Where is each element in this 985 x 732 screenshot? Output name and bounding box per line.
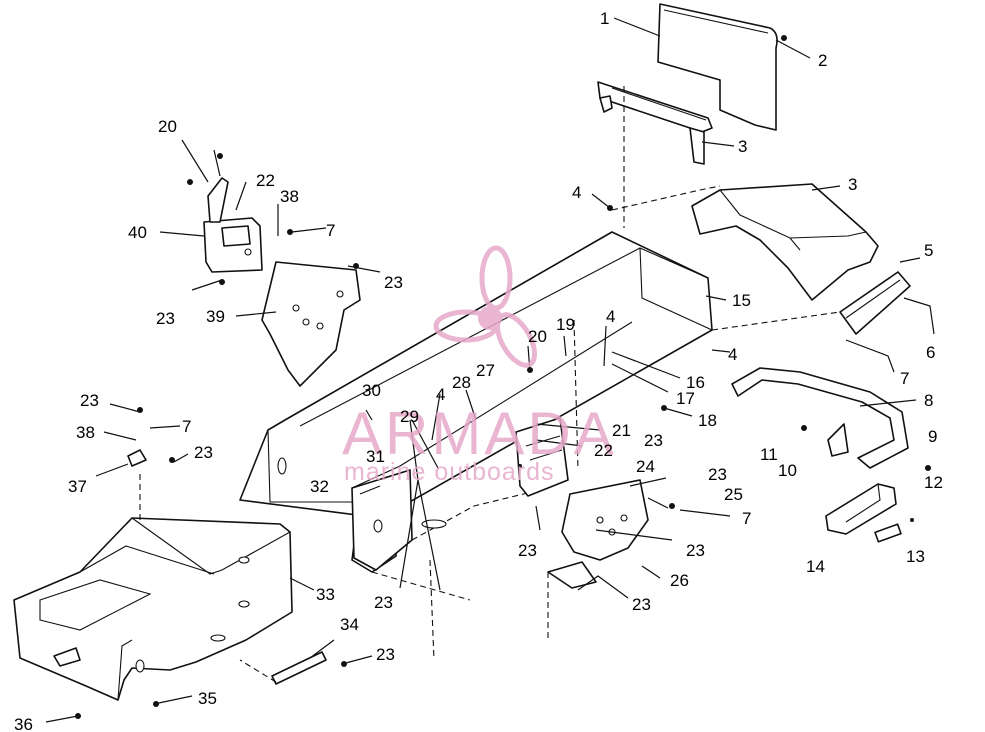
handle-tube-part-8 xyxy=(731,367,909,469)
callout-23: 23 xyxy=(156,309,175,328)
callout-39: 39 xyxy=(206,307,225,326)
callout-23: 23 xyxy=(632,595,651,614)
callout-6: 6 xyxy=(926,343,935,362)
plate-part-13 xyxy=(874,523,902,543)
bracket-part-10 xyxy=(827,423,849,457)
callout-23: 23 xyxy=(376,645,395,664)
callout-23: 23 xyxy=(518,541,537,560)
clip-part-37 xyxy=(127,449,147,467)
bracket-part-26 xyxy=(547,479,649,589)
propeller-logo xyxy=(433,245,538,368)
callout-3: 3 xyxy=(738,137,747,156)
leader-lines xyxy=(45,17,935,723)
callout-23: 23 xyxy=(80,391,99,410)
callout-2: 2 xyxy=(818,51,827,70)
callout-7: 7 xyxy=(182,417,191,436)
callout-36: 36 xyxy=(14,715,33,732)
callout-20: 20 xyxy=(158,117,177,136)
callout-29: 29 xyxy=(400,407,419,426)
callout-3: 3 xyxy=(848,175,857,194)
callout-22: 22 xyxy=(594,441,613,460)
callout-20: 20 xyxy=(528,327,547,346)
shroud-part-3-right xyxy=(691,183,879,301)
callout-15: 15 xyxy=(732,291,751,310)
bracket-part-39 xyxy=(261,261,361,387)
main-frame-part-15 xyxy=(239,231,713,573)
callout-23: 23 xyxy=(384,273,403,292)
callout-33: 33 xyxy=(316,585,335,604)
callout-11: 11 xyxy=(760,445,778,464)
callout-27: 27 xyxy=(476,361,495,380)
angle-plate-part-5 xyxy=(839,271,911,335)
callout-9: 9 xyxy=(928,427,937,446)
base-frame-part-33 xyxy=(13,517,293,701)
grip-part-14 xyxy=(825,483,897,535)
callout-17: 17 xyxy=(676,389,695,408)
callout-26: 26 xyxy=(670,571,689,590)
callout-4: 4 xyxy=(436,385,445,404)
callout-25: 25 xyxy=(724,485,743,504)
callout-4: 4 xyxy=(728,345,737,364)
callout-13: 13 xyxy=(906,547,925,566)
bracket-part-3-top xyxy=(597,81,713,165)
bar-part-34 xyxy=(271,651,327,685)
callout-7: 7 xyxy=(742,509,751,528)
callout-23: 23 xyxy=(194,443,213,462)
callout-38: 38 xyxy=(76,423,95,442)
callout-4: 4 xyxy=(572,183,581,202)
callout-23: 23 xyxy=(644,431,663,450)
watermark-tagline: marine outboards xyxy=(344,458,555,486)
callout-23: 23 xyxy=(374,593,393,612)
callout-10: 10 xyxy=(778,461,797,480)
callout-32: 32 xyxy=(310,477,329,496)
callout-34: 34 xyxy=(340,615,359,634)
callout-7: 7 xyxy=(326,221,335,240)
assembly-lines xyxy=(139,86,841,683)
callout-24: 24 xyxy=(636,457,655,476)
callout-23: 23 xyxy=(708,465,727,484)
callout-18: 18 xyxy=(698,411,717,430)
callout-38: 38 xyxy=(280,187,299,206)
plate-part-1 xyxy=(657,3,778,131)
panel-part-21 xyxy=(515,417,569,497)
callout-1: 1 xyxy=(600,9,609,28)
callout-22: 22 xyxy=(256,171,275,190)
callout-21: 21 xyxy=(612,421,631,440)
bracket-part-40 xyxy=(203,177,263,273)
callout-35: 35 xyxy=(198,689,217,708)
callout-31: 31 xyxy=(366,447,385,466)
callout-7: 7 xyxy=(900,369,909,388)
callout-labels: 1 2 3 3 4 4 4 4 5 6 7 7 7 7 8 9 10 11 12… xyxy=(14,9,943,732)
callout-12: 12 xyxy=(924,473,943,492)
watermark: ARMADA marine outboards xyxy=(342,245,617,486)
callout-23: 23 xyxy=(686,541,705,560)
callout-4: 4 xyxy=(606,307,615,326)
callout-14: 14 xyxy=(806,557,825,576)
callout-8: 8 xyxy=(924,391,933,410)
callout-40: 40 xyxy=(128,223,147,242)
callout-37: 37 xyxy=(68,477,87,496)
callout-30: 30 xyxy=(362,381,381,400)
callout-28: 28 xyxy=(452,373,471,392)
watermark-brand: ARMADA xyxy=(342,400,617,467)
callout-16: 16 xyxy=(686,373,705,392)
callout-5: 5 xyxy=(924,241,933,260)
fastener-dots xyxy=(75,35,931,719)
callout-19: 19 xyxy=(556,315,575,334)
